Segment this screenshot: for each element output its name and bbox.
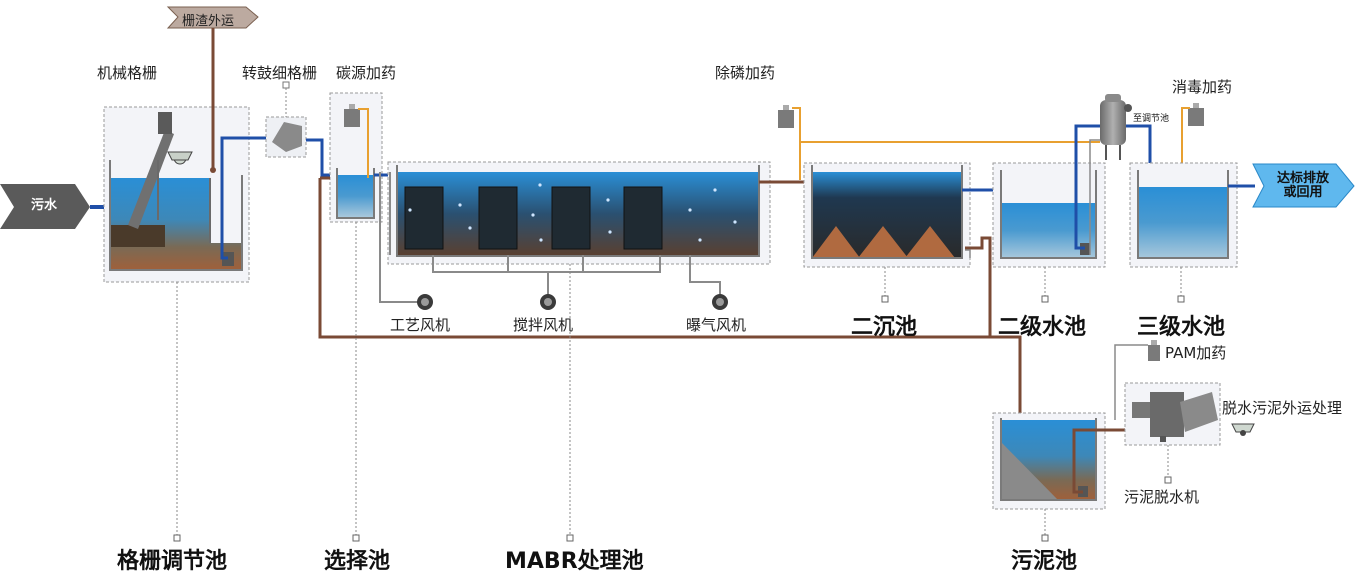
secondary-clarifier — [803, 162, 971, 268]
screening-transport-label: 栅渣外运 — [182, 14, 235, 29]
process-blower-icon — [417, 294, 433, 310]
discharge-label-line1: 达标排放 — [1276, 171, 1329, 186]
dewatering-machine — [1124, 382, 1221, 446]
sludge-return-pipe — [318, 178, 1022, 420]
discharge-label-line2: 或回用 — [1283, 185, 1323, 200]
sludge-dewater-transport-label: 脱水污泥外运处理 — [1222, 399, 1343, 417]
phosphorus-dosing-label: 除磷加药 — [715, 64, 776, 82]
disinfection-dosing-unit — [1188, 103, 1204, 126]
pam-dosing-unit — [1148, 340, 1160, 361]
screen-regulating-tank-label: 格栅调节池 — [117, 549, 228, 574]
leader-endpoints — [173, 295, 1185, 542]
mixing-blower-icon — [540, 294, 556, 310]
secondary-water-tank — [992, 162, 1106, 268]
sludge-to-dewater-pipe — [1072, 428, 1135, 494]
sludge-tank-label: 污泥池 — [1011, 549, 1078, 574]
disinfection-filter-unit — [1100, 94, 1132, 160]
phosphorus-dosing-unit — [778, 105, 794, 128]
sewage-inlet-arrow — [0, 184, 90, 229]
carbon-dosing-pipe — [358, 108, 369, 178]
secondary-lift-pipe — [1074, 124, 1100, 250]
screening-transport-arrow — [166, 6, 259, 29]
mechanical-screen-label: 机械格栅 — [97, 64, 158, 82]
aeration-blower-label: 曝气风机 — [686, 316, 747, 334]
phosphorus-dosing-pipe — [792, 107, 801, 180]
sewage-inlet-label: 污水 — [30, 198, 57, 213]
drum-fine-screen — [265, 81, 307, 158]
drum-fine-screen-label: 转鼓细格栅 — [242, 64, 318, 82]
aeration-blower-icon — [712, 294, 728, 310]
screen-regulating-tank — [103, 106, 250, 283]
selection-tank — [329, 92, 383, 223]
disinfection-dosing-label: 消毒加药 — [1172, 78, 1233, 96]
mabr-tank — [387, 161, 771, 265]
sludge-tank — [992, 412, 1106, 510]
mixing-blower-label: 搅拌风机 — [513, 316, 574, 334]
secondary-clarifier-label: 二沉池 — [851, 315, 918, 340]
tertiary-water-tank-label: 三级水池 — [1137, 315, 1226, 340]
lift-pipe — [220, 136, 267, 260]
tertiary-water-tank — [1129, 162, 1238, 268]
selection-tank-label: 选择池 — [324, 549, 391, 574]
leader-lines — [176, 88, 1182, 535]
discharge-arrow — [1252, 163, 1355, 208]
carbon-dosing-label: 碳源加药 — [336, 64, 397, 82]
process-blower-label: 工艺风机 — [390, 316, 451, 334]
clarifier-sludge-pipe — [965, 236, 992, 337]
pam-dosing-label: PAM加药 — [1165, 344, 1227, 362]
mabr-tank-label: MABR处理池 — [505, 549, 644, 574]
sludge-dewatering-machine-label: 污泥脱水机 — [1124, 488, 1200, 506]
sludge-cart-icon — [1231, 423, 1255, 436]
secondary-water-tank-label: 二级水池 — [998, 315, 1087, 340]
air-pipes — [379, 172, 721, 303]
to-regulating-tank-label: 至调节池 — [1133, 114, 1170, 124]
